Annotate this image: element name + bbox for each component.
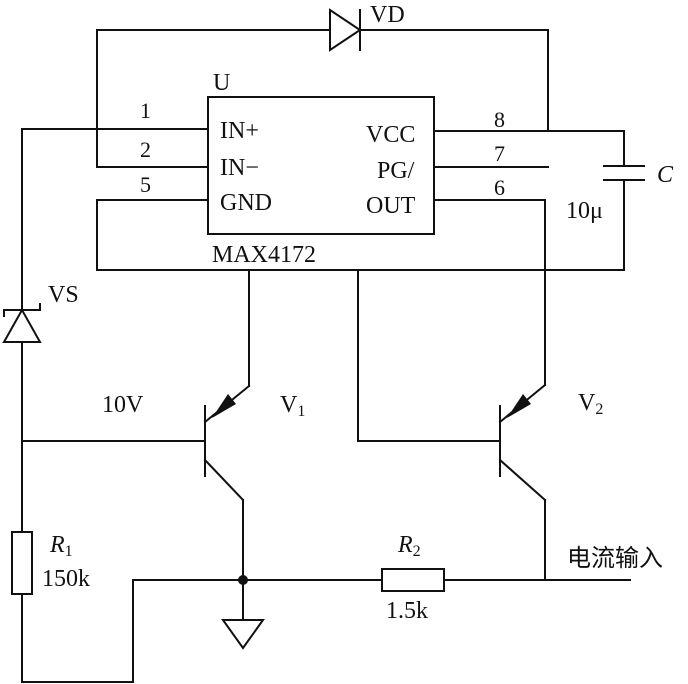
pin-in-minus-label: IN− xyxy=(220,155,259,181)
diode-vd-label: VD xyxy=(370,2,405,28)
pin-number-1: 1 xyxy=(140,98,151,123)
transistor-v1 xyxy=(21,269,251,581)
capacitor-c xyxy=(603,130,645,271)
diode-vd xyxy=(96,8,549,168)
resistor-r1 xyxy=(11,531,541,683)
r1-value-label: 150k xyxy=(42,566,90,592)
zener-vs xyxy=(2,128,42,533)
capacitor-value-label: 10μ xyxy=(566,198,603,224)
r1-ref-label: R1 xyxy=(49,532,73,560)
pin-number-5: 5 xyxy=(140,172,151,197)
pin-number-7: 7 xyxy=(494,141,505,166)
resistor-r2 xyxy=(381,568,445,592)
pin-vcc-label: VCC xyxy=(366,122,415,148)
chip-ref-label: U xyxy=(213,70,230,96)
pin-in-plus-label: IN+ xyxy=(220,118,259,144)
r2-value-label: 1.5k xyxy=(386,598,428,624)
chip-name-label: MAX4172 xyxy=(212,242,316,268)
zener-ref-label: VS xyxy=(48,282,79,308)
current-input-label: 电流输入 xyxy=(567,544,663,572)
pin-number-8: 8 xyxy=(494,107,505,132)
v2-label: V2 xyxy=(578,390,603,418)
ground-symbol xyxy=(221,579,265,650)
pin-number-6: 6 xyxy=(494,175,505,200)
zener-value-label: 10V xyxy=(102,392,144,418)
pin-gnd-label: GND xyxy=(220,190,272,216)
r2-ref-label: R2 xyxy=(397,532,421,560)
v1-label: V1 xyxy=(280,392,305,420)
pin-pg-label: PG/ xyxy=(377,158,415,184)
transistor-v2 xyxy=(357,269,547,581)
pin-number-2: 2 xyxy=(140,137,151,162)
capacitor-ref-label: C xyxy=(657,162,674,188)
pin-out-label: OUT xyxy=(366,193,416,219)
chip-body xyxy=(207,96,435,235)
